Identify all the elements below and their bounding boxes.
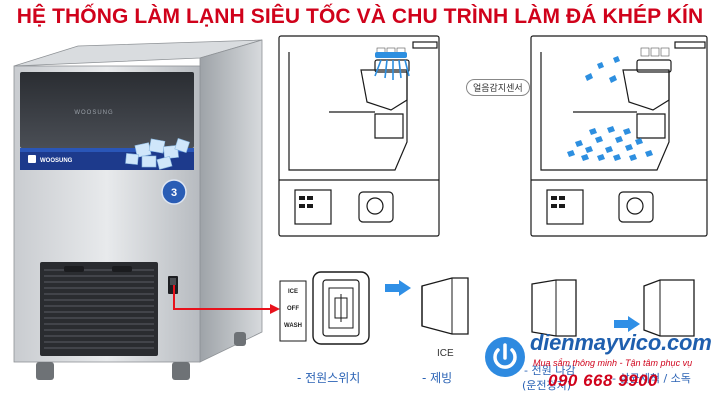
panel-label-wash: WASH [284,323,302,329]
caption-power-on: - 전원 나감 [524,364,576,377]
brand-tagline: Mua sắm thông minh - Tận tâm phục vụ [533,358,693,368]
switch-panel-frame [279,280,307,342]
brand-phone: 090 668 9900 [548,371,658,390]
power-logo-icon [485,337,525,377]
ice-sensor-diagram [530,35,708,237]
rocker-switch-wash [643,279,695,337]
switch-panel: ICE OFF WASH [279,280,307,342]
ice-making-diagram [278,35,440,237]
ice-machine-photo: WOOSUNG WOOSUNG 3 [13,39,263,380]
switch-pointer-arrow [173,285,280,314]
brand-name: dienmayvico.com [530,330,712,355]
page-headline: HỆ THỐNG LÀM LẠNH SIÊU TỐC VÀ CHU TRÌNH … [16,5,704,28]
panel-label-off: OFF [287,306,299,312]
machine-brand-top: WOOSUNG [74,110,113,116]
step-arrow-1 [385,280,411,296]
caption-operating: (운전정지) [522,379,572,392]
svg-text:3: 3 [171,187,177,199]
caption-cleaning: - 살균세척 / 소독 [612,372,691,385]
rocker-switch-ice [421,277,469,335]
panel-label-ice: ICE [287,289,298,295]
switch-ice-label: ICE [437,348,454,359]
ice-sensor-label: 얼음감지센서 [466,79,530,96]
step-arrow-2 [614,316,640,332]
caption-power-switch: - 전원스위치 [297,371,361,385]
caption-ice-making: - 제빙 [422,371,453,385]
machine-brand-band: WOOSUNG [40,158,73,164]
power-switch-closeup [312,271,370,345]
rocker-switch-off [531,279,577,337]
